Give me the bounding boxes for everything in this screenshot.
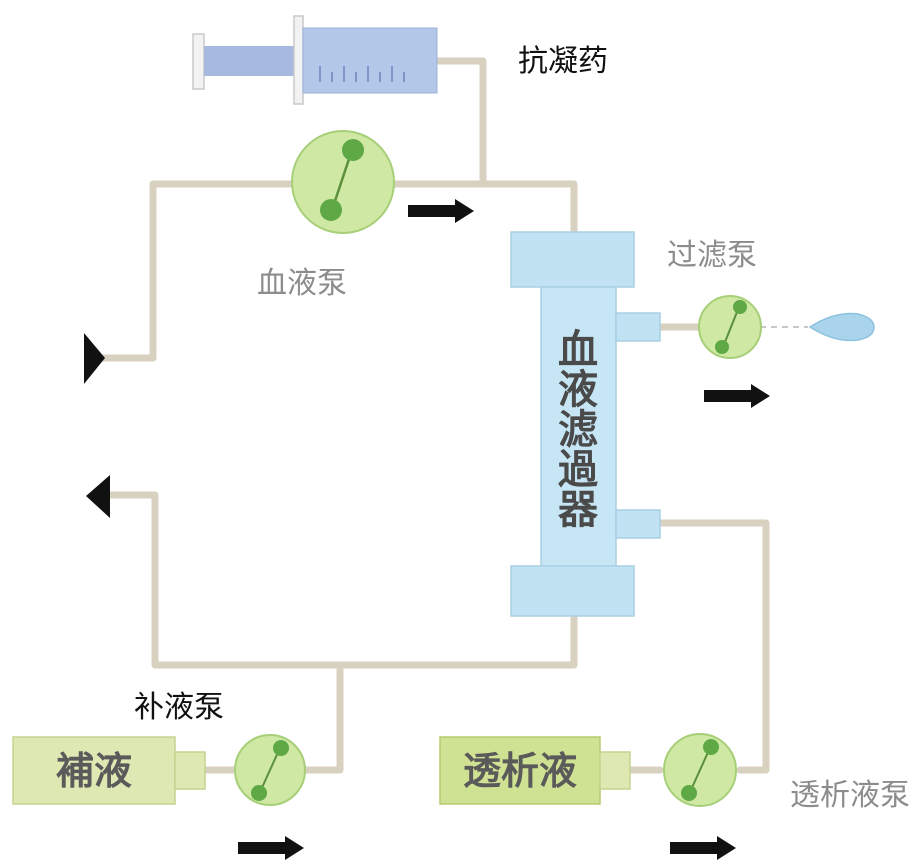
blood-return-arrowhead-icon [86, 475, 110, 518]
filter-pump-label: 过滤泵 [667, 238, 757, 273]
substitution-pump [234, 734, 306, 806]
filter-bottom-cap [510, 565, 635, 617]
blood-outflow-tube [96, 180, 578, 362]
filter-char-1: 血 [558, 327, 598, 373]
syringe [192, 15, 438, 105]
filter-char-3: 滤 [558, 407, 598, 453]
return-tube [106, 491, 578, 669]
substitution-pump-roller-top [273, 740, 289, 756]
substitution-flow-arrow-icon [238, 836, 304, 860]
anticoagulant-label: 抗凝药 [518, 44, 608, 79]
substitution-fluid-outlet [174, 751, 206, 790]
filter-upper-port [615, 312, 661, 342]
filtrate-flow-arrow-icon [704, 384, 770, 408]
substitution-tube [301, 661, 344, 774]
filter-top-cap [510, 231, 635, 288]
filter-lower-port [615, 509, 661, 539]
syringe-barrel-flange [293, 15, 304, 105]
blood-pump-label: 血液泵 [257, 266, 347, 301]
filtrate-droplet-icon [808, 312, 875, 342]
dialysate-label: 透析液 [463, 749, 577, 793]
filter-char-2: 液 [558, 367, 598, 413]
hemofilter: 血 液 滤 過 器 [510, 231, 661, 617]
filter-char-4: 過 [558, 447, 599, 493]
dialysate-pump-roller-bottom [681, 785, 697, 801]
syringe-plunger-rod [204, 46, 294, 76]
substitution-pump-label: 补液泵 [134, 690, 224, 725]
filter-pump-roller-bottom [715, 340, 729, 354]
anticoagulant-tube [433, 57, 487, 188]
blood-pump [291, 130, 395, 234]
substitution-fluid-label: 補液 [56, 749, 132, 793]
blood-flow-arrow-icon [408, 199, 474, 223]
substitution-pump-roller-bottom [251, 785, 267, 801]
dialysate-flow-arrow-icon [670, 836, 736, 860]
filter-body [540, 284, 617, 569]
syringe-barrel [302, 27, 438, 94]
dialysate-container: 透析液 [439, 736, 631, 805]
blood-out-arrowhead-icon [84, 333, 105, 384]
syringe-scale-marks [319, 66, 405, 82]
dialysate-tube [656, 519, 770, 774]
filter-char-5: 器 [558, 487, 599, 533]
substitution-fluid-container: 補液 [12, 736, 206, 805]
dialysate-outlet [599, 751, 631, 790]
filter-pump-roller-top [733, 300, 747, 314]
syringe-plunger-flange [192, 33, 205, 90]
blood-pump-roller-bottom [320, 199, 342, 221]
tubing [96, 57, 770, 774]
filter-pump [698, 295, 762, 359]
blood-pump-roller-top [342, 139, 364, 161]
dialysate-pump-label: 透析液泵 [790, 778, 910, 813]
dialysate-pump [663, 733, 737, 807]
dialysate-pump-roller-top [703, 739, 719, 755]
flow-arrows [84, 199, 770, 860]
